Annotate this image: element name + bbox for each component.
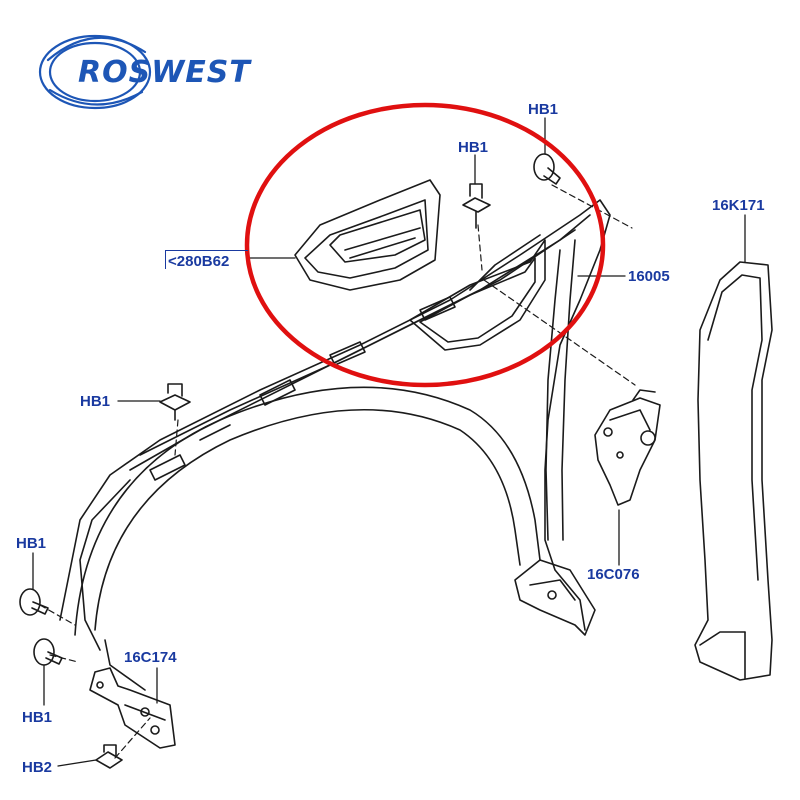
label-hb1-bottom-left: HB1	[22, 709, 53, 726]
label-hb1-left-mid: HB1	[80, 393, 111, 410]
fender-opening	[409, 234, 546, 351]
side-vent-part	[294, 179, 441, 291]
label-16c174: 16C174	[124, 649, 177, 666]
label-ref-280b62: <280B62	[168, 253, 230, 270]
fender-body	[59, 199, 611, 691]
bracket-16c076	[594, 389, 661, 506]
fastener-hb1-left-mid	[159, 383, 191, 421]
reference-bracket	[165, 250, 248, 269]
callout-leaders	[32, 117, 746, 767]
label-16k171: 16K171	[712, 197, 765, 214]
trim-strip-16k171	[694, 261, 773, 681]
logo-rings	[38, 34, 152, 110]
label-hb2: HB2	[22, 759, 53, 776]
fastener-hb1-top-center	[462, 183, 491, 229]
label-hb1-top-right: HB1	[528, 101, 559, 118]
fastener-hb1-left-lower	[19, 588, 49, 616]
label-16005: 16005	[628, 268, 670, 285]
highlight-circle	[244, 102, 606, 388]
dashed-leaders	[39, 184, 636, 759]
label-hb1-top-center: HB1	[458, 139, 489, 156]
fender-flange	[149, 296, 456, 481]
label-hb1-left-lower: HB1	[16, 535, 47, 552]
fastener-hb1-bottom-left	[33, 638, 63, 666]
bracket-16c174	[89, 667, 176, 749]
logo-text: ROSWEST	[78, 55, 251, 90]
label-16c076: 16C076	[587, 566, 640, 583]
fastener-hb1-top-right	[533, 153, 561, 185]
fastener-hb2	[95, 744, 123, 769]
